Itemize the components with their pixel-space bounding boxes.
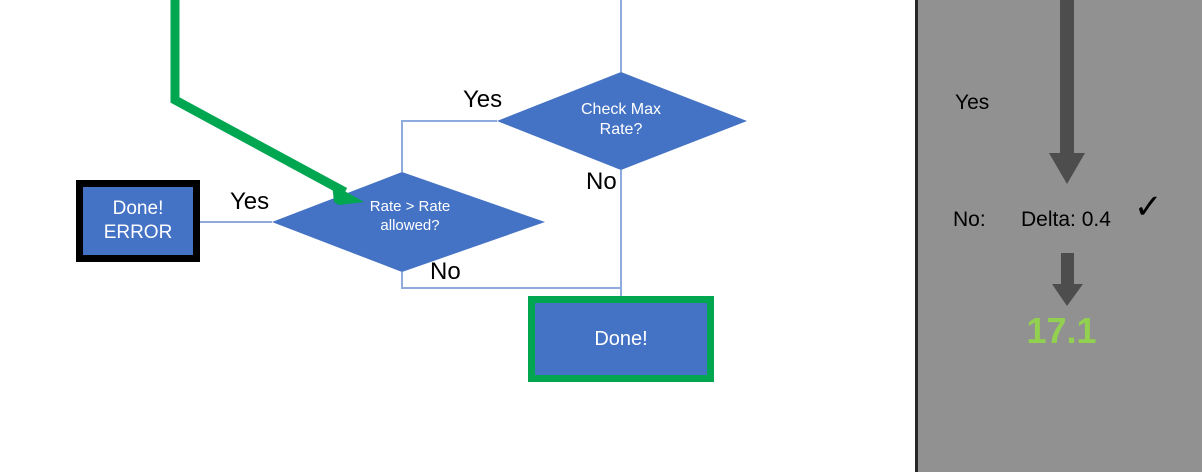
panel-label-yes: Yes — [955, 91, 990, 114]
edge-label-no-lower: No — [430, 258, 461, 285]
highlight-path-arrowhead-icon — [332, 184, 364, 205]
node-check-max-rate[interactable] — [497, 72, 747, 170]
node-rate-gt-rate-allowed-label: Rate > Rate allowed? — [369, 198, 451, 234]
node-check-max-rate-label: Check Max Rate? — [580, 101, 662, 138]
panel-label-delta: Delta: 0.4 — [1021, 208, 1111, 231]
panel-label-no: No: — [953, 208, 986, 231]
right-panel-graphics — [1049, 0, 1085, 306]
node-done-label: Done! — [594, 327, 648, 350]
connector-no-rate-to-done — [401, 272, 621, 289]
check-icon: ✓ — [1134, 188, 1163, 226]
panel-result-value: 17.1 — [1026, 310, 1097, 351]
highlight-path-green — [170, 0, 348, 196]
edge-label-yes-lower: Yes — [230, 188, 270, 215]
node-done-error-line1: Done! — [112, 197, 164, 219]
node-done[interactable]: Done! — [528, 296, 714, 382]
connector-yes-check-to-rate — [401, 120, 497, 172]
node-done-error-line2: ERROR — [103, 222, 173, 243]
node-done-error[interactable]: Done! ERROR — [76, 180, 200, 262]
arrow-down-icon-large — [1049, 0, 1085, 184]
edge-label-no-right: No — [586, 168, 617, 195]
right-panel: Yes No: Delta: 0.4 ✓ 17.1 — [915, 0, 1202, 472]
arrow-down-icon-small — [1052, 253, 1083, 306]
edge-label-yes-upper: Yes — [463, 86, 503, 113]
